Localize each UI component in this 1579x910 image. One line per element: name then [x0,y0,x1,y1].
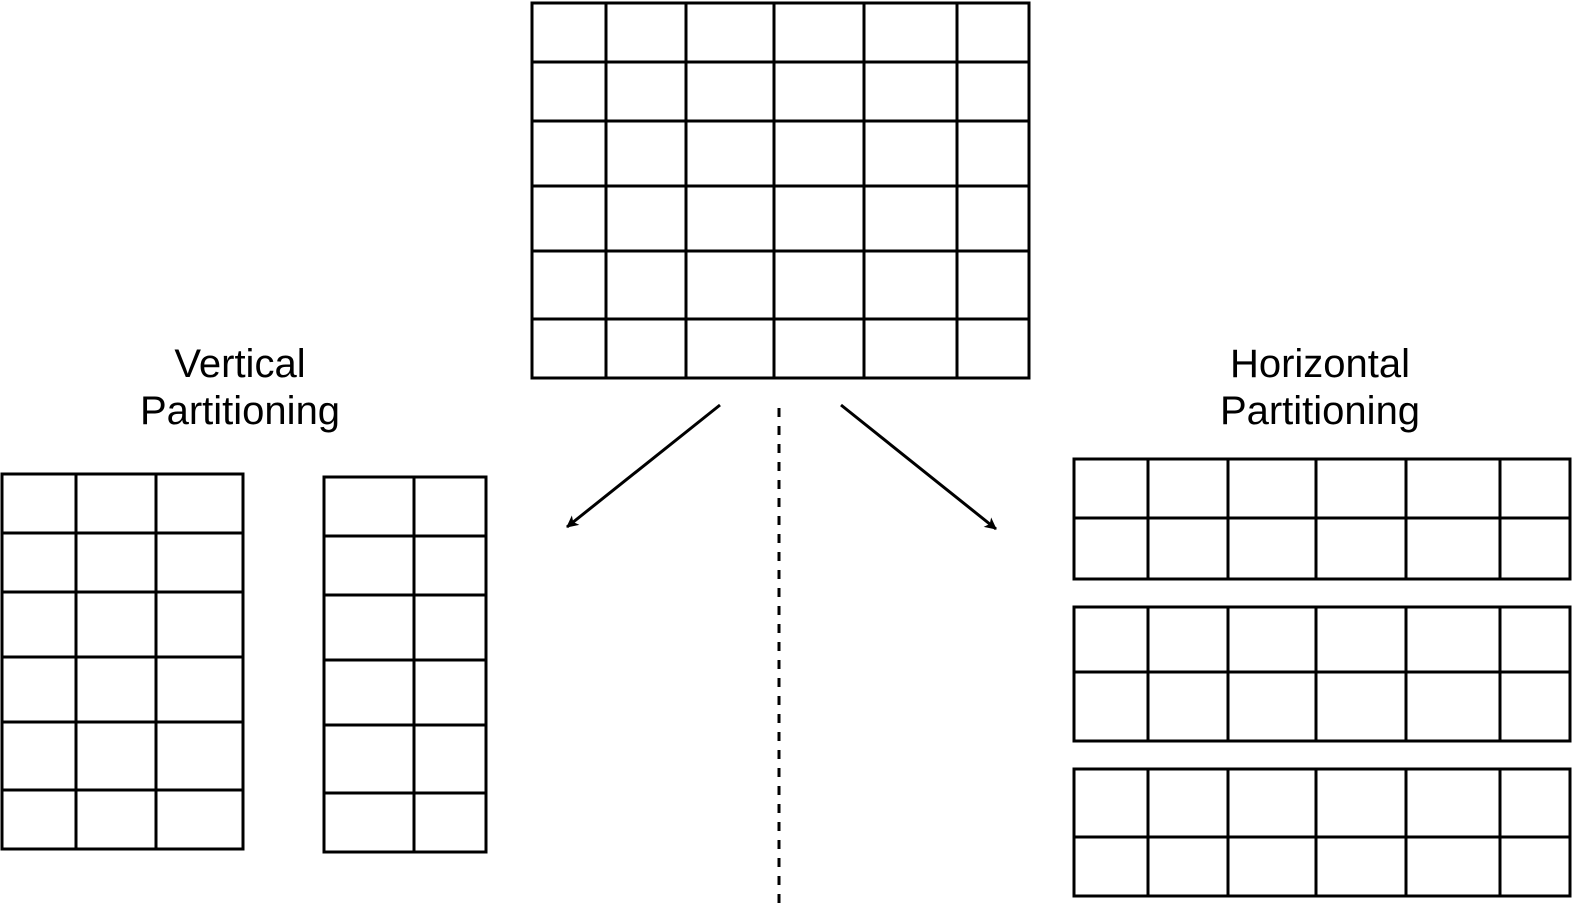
table-border [530,1,1031,380]
table-border [1072,605,1572,743]
horizontal-partition-1 [1072,457,1572,581]
table-border [322,475,488,854]
horizontal-label-line-2: Partitioning [1219,389,1421,433]
horizontal-partitioning-label: Horizontal Partitioning [1170,341,1470,435]
arrow-to-horizontal [840,403,997,531]
vertical-label-line-1: Vertical [174,342,306,386]
vertical-partition-2 [322,475,488,854]
vertical-label-line-2: Partitioning [139,389,341,433]
horizontal-label-line-1: Horizontal [1229,342,1411,386]
table-border [1072,767,1572,898]
arrow-to-vertical [566,403,721,529]
horizontal-partition-2 [1072,605,1572,743]
original-table [530,1,1031,380]
vertical-partition-1 [0,472,245,851]
horizontal-partition-3 [1072,767,1572,898]
table-border [0,472,245,851]
vertical-partitioning-label: Vertical Partitioning [90,341,390,435]
